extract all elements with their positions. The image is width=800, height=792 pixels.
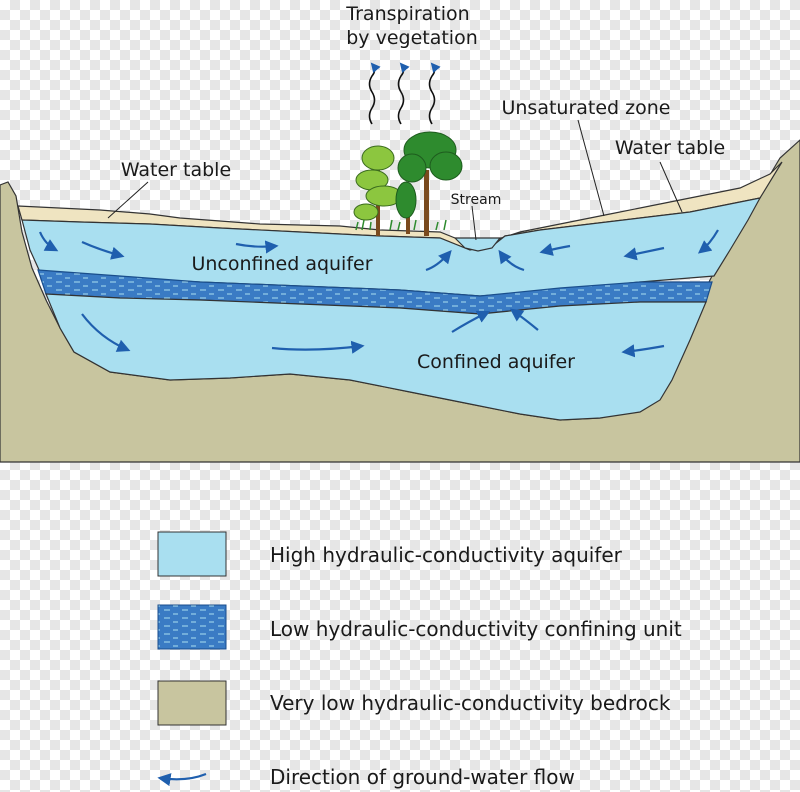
legend-label-aquifer: High hydraulic-conductivity aquifer: [270, 543, 623, 567]
grass: [355, 219, 447, 231]
tree-left: [353, 145, 403, 236]
transpiration-label-line1: Transpiration: [345, 3, 469, 25]
legend-label-flow: Direction of ground-water flow: [270, 765, 575, 789]
water-table-label-left: Water table: [121, 159, 231, 181]
flow-arrow: [498, 249, 525, 272]
legend-label-bedrock: Very low hydraulic-conductivity bedrock: [270, 691, 671, 715]
flow-arrow: [697, 229, 719, 254]
legend-label-confining-unit: Low hydraulic-conductivity confining uni…: [270, 617, 682, 641]
unconfined-aquifer-label: Unconfined aquifer: [191, 253, 372, 275]
legend: High hydraulic-conductivity aquifer Low …: [157, 531, 682, 789]
flow-arrow: [509, 308, 539, 331]
unsaturated-zone-label: Unsaturated zone: [501, 97, 670, 119]
flow-arrows: [38, 229, 719, 358]
flow-arrow: [81, 313, 131, 352]
cross-section: Transpiration by vegetation Unsaturated …: [0, 3, 800, 463]
flow-arrow: [425, 249, 452, 272]
flow-arrow: [539, 243, 571, 256]
flow-arrow: [271, 340, 365, 354]
transpiration-arrow: [368, 62, 381, 125]
flow-arrow: [451, 310, 491, 333]
stream: [453, 237, 502, 252]
flow-arrow: [81, 240, 125, 260]
leader-unsaturated-zone: [577, 119, 605, 217]
flow-arrow: [623, 246, 665, 261]
vegetation: [353, 131, 463, 236]
tree-right: [395, 131, 463, 236]
legend-swatch-bedrock: [157, 680, 227, 726]
transpiration-arrow: [428, 62, 441, 125]
confined-aquifer: [45, 293, 707, 421]
transpiration-arrows: [368, 62, 441, 125]
transpiration-label-line2: by vegetation: [346, 27, 478, 49]
stream-label: Stream: [451, 192, 502, 208]
flow-arrow: [38, 231, 59, 252]
flow-arrow: [235, 240, 279, 254]
legend-flow-arrow-icon: [157, 772, 207, 787]
leader-stream: [471, 205, 477, 241]
legend-swatch-confining-unit: [157, 604, 227, 650]
leader-water-table-right: [659, 161, 683, 213]
water-table-label-right: Water table: [615, 137, 725, 159]
flow-arrow: [621, 344, 665, 358]
transpiration-arrow: [397, 62, 410, 125]
legend-swatch-aquifer: [157, 531, 227, 577]
confined-aquifer-label: Confined aquifer: [417, 351, 575, 373]
leader-water-table-left: [107, 181, 149, 219]
